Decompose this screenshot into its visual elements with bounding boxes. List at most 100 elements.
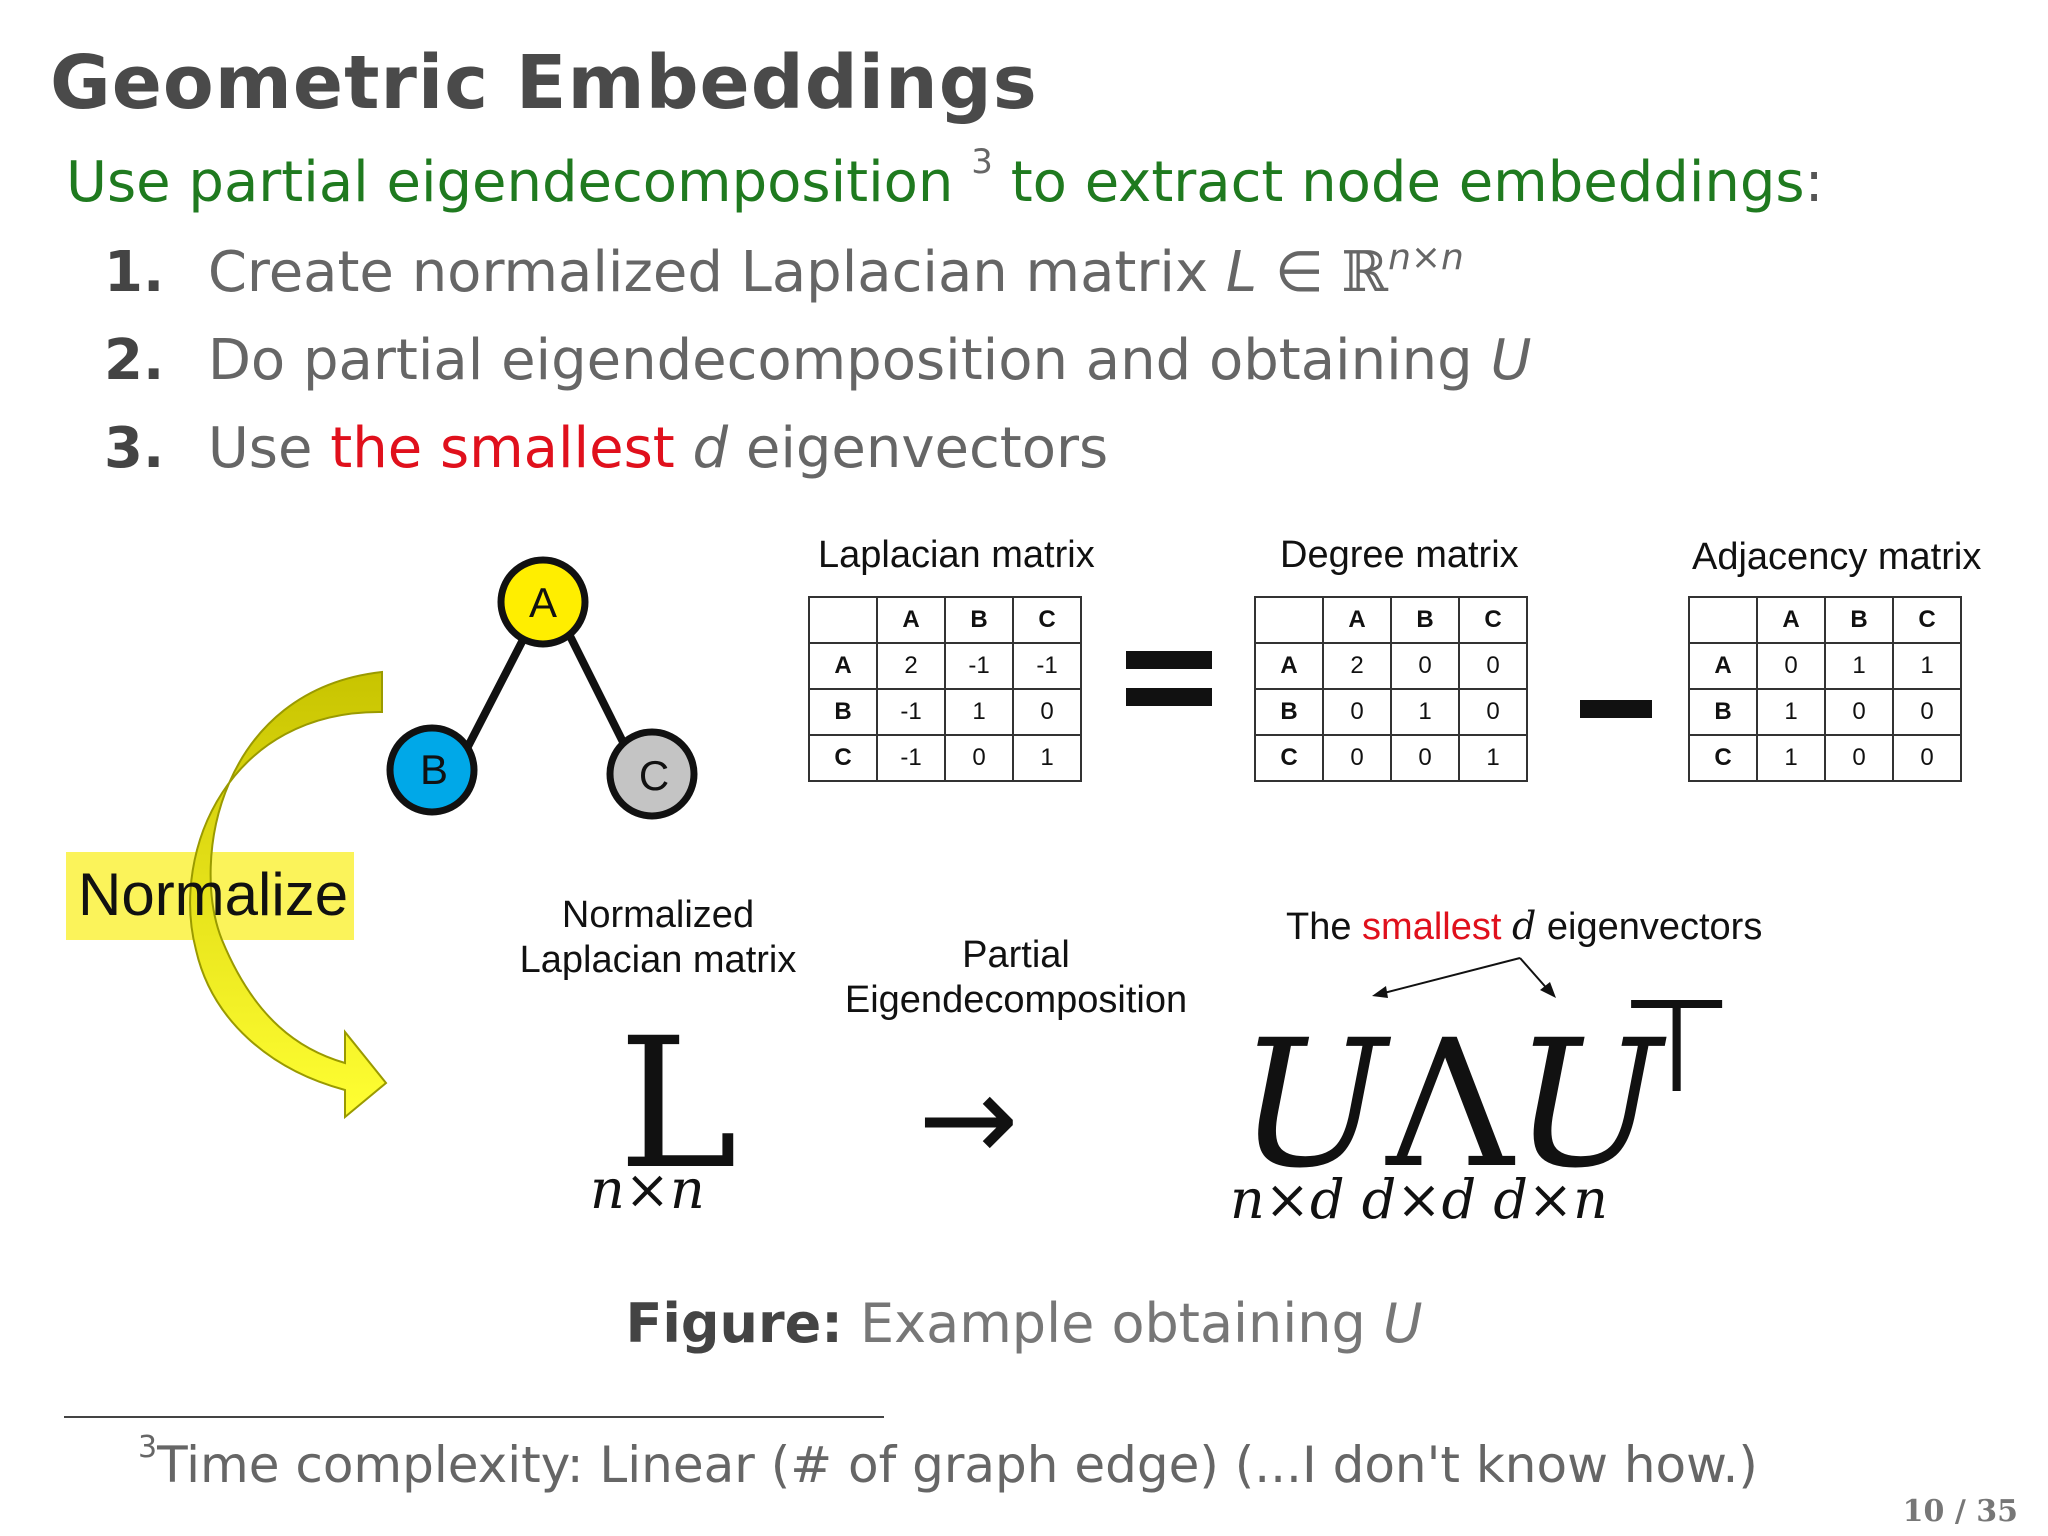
step-number: 3. [104, 416, 165, 481]
table-cell: 0 [1322, 734, 1392, 782]
smallest-pre: The [1286, 906, 1352, 948]
math-in: ∈ [1274, 240, 1324, 305]
math-var-d: d [692, 416, 729, 481]
row-header: B [1688, 688, 1758, 736]
subtitle-colon: : [1804, 150, 1824, 215]
lambda-symbol: Λ [1386, 1002, 1514, 1207]
degree-matrix-table: A B C A 2 0 0 B 0 1 0 C 0 0 1 [1254, 596, 1528, 782]
table-cell: -1 [876, 688, 946, 736]
minus-sign [1580, 700, 1652, 718]
step-2: 2. Do partial eigendecomposition and obt… [104, 328, 1532, 393]
pointer-arrowhead-left [1372, 986, 1388, 998]
subtitle-text: Use partial eigendecomposition [66, 150, 954, 215]
dim-lambda: d×d [1361, 1168, 1477, 1231]
degree-title: Degree matrix [1280, 534, 1519, 576]
footnote-ref: 3 [971, 142, 993, 182]
table-cell: 1 [1012, 734, 1082, 782]
col-header: C [1012, 596, 1082, 644]
partial-label-line1: Partial [962, 934, 1070, 976]
table-cell: 0 [1390, 642, 1460, 690]
caption-bold: Figure: [625, 1292, 843, 1355]
normalized-label-line1: Normalized [561, 894, 755, 936]
graph-node-a-label: A [529, 579, 557, 626]
table-cell: 0 [1458, 642, 1528, 690]
graph-node-c-label: C [639, 752, 669, 799]
normalized-laplacian-label: Normalized Laplacian matrix [508, 894, 808, 982]
subtitle-rest: to extract node embeddings [1010, 150, 1805, 215]
u-lambda-ut-expression: UΛU [1238, 1002, 1662, 1207]
normalize-label: Normalize [78, 861, 349, 928]
smallest-highlight: smallest [1362, 906, 1502, 948]
col-header: B [1824, 596, 1894, 644]
table-row: B 0 1 0 [1254, 688, 1528, 736]
partial-eigen-label: Partial Eigendecomposition [836, 934, 1196, 1022]
table-cell: 0 [1756, 642, 1826, 690]
col-header: A [1322, 596, 1392, 644]
table-row: B -1 1 0 [808, 688, 1082, 736]
footnote: 3Time complexity: Linear (# of graph edg… [138, 1430, 1758, 1494]
partial-label-line2: Eigendecomposition [844, 979, 1188, 1021]
right-arrow-icon: → [918, 1050, 1019, 1189]
row-header: A [1688, 642, 1758, 690]
step-text: Create normalized Laplacian matrix [207, 240, 1209, 305]
big-L-symbol: L [618, 1000, 738, 1209]
adjacency-matrix-table: A B C A 0 1 1 B 1 0 0 C 1 0 0 [1688, 596, 1962, 782]
table-cell: 1 [1824, 642, 1894, 690]
step-highlight: the smallest [330, 416, 675, 481]
row-header: B [808, 688, 878, 736]
table-cell: 0 [1012, 688, 1082, 736]
footnote-divider [64, 1416, 884, 1418]
table-row: C -1 0 1 [808, 734, 1082, 782]
table-cell: 1 [1390, 688, 1460, 736]
table-cell: 1 [1458, 734, 1528, 782]
table-row: B 1 0 0 [1688, 688, 1962, 736]
row-header: B [1254, 688, 1324, 736]
table-cell: 1 [1756, 688, 1826, 736]
table-cell: 1 [1892, 642, 1962, 690]
laplacian-title: Laplacian matrix [818, 534, 1095, 576]
graph-node-b-label: B [420, 746, 448, 793]
graph-node-c [606, 728, 698, 820]
graph-edge-a-b [456, 630, 531, 764]
col-header: A [1756, 596, 1826, 644]
table-cell: 2 [876, 642, 946, 690]
table-cell: -1 [1012, 642, 1082, 690]
smallest-eigenvectors-label: The smallest d eigenvectors [1286, 904, 1762, 949]
math-sup: n×n [1388, 237, 1464, 278]
table-cell: 0 [944, 734, 1014, 782]
step-3: 3. Use the smallest d eigenvectors [104, 416, 1108, 481]
col-header: B [1390, 596, 1460, 644]
table-header-row: A B C [808, 596, 1082, 644]
slide-subtitle: Use partial eigendecomposition 3 to extr… [66, 142, 1824, 215]
step-text: Do partial eigendecomposition and obtain… [207, 328, 1473, 393]
smallest-post: eigenvectors [1546, 906, 1763, 948]
slide-title: Geometric Embeddings [50, 40, 1038, 126]
pointer-line-left [1379, 957, 1521, 995]
normalize-arrow-icon [189, 670, 388, 1120]
step-post: eigenvectors [745, 416, 1109, 481]
row-header: A [808, 642, 878, 690]
table-header-row: A B C [1254, 596, 1528, 644]
col-header: A [876, 596, 946, 644]
table-header-row: A B C [1688, 596, 1962, 644]
table-cell: 2 [1322, 642, 1392, 690]
math-var-U: U [1490, 328, 1532, 393]
row-header: A [1254, 642, 1324, 690]
caption-text: Example obtaining [860, 1292, 1366, 1355]
normalized-label-line2: Laplacian matrix [519, 939, 797, 981]
table-row: C 1 0 0 [1688, 734, 1962, 782]
table-row: C 0 0 1 [1254, 734, 1528, 782]
table-cell: 0 [1458, 688, 1528, 736]
graph-node-a [497, 556, 589, 648]
col-header: C [1458, 596, 1528, 644]
dim-ut: d×n [1493, 1168, 1608, 1231]
L-dimensions: n×n [590, 1158, 705, 1221]
col-header: B [944, 596, 1014, 644]
step-number: 1. [104, 240, 165, 305]
equals-sign-top [1126, 651, 1212, 669]
u-symbol: U [1513, 1002, 1662, 1207]
caption-var: U [1382, 1292, 1423, 1355]
footnote-number: 3 [138, 1430, 158, 1465]
footnote-text: Time complexity: Linear (# of graph edge… [157, 1436, 1758, 1494]
